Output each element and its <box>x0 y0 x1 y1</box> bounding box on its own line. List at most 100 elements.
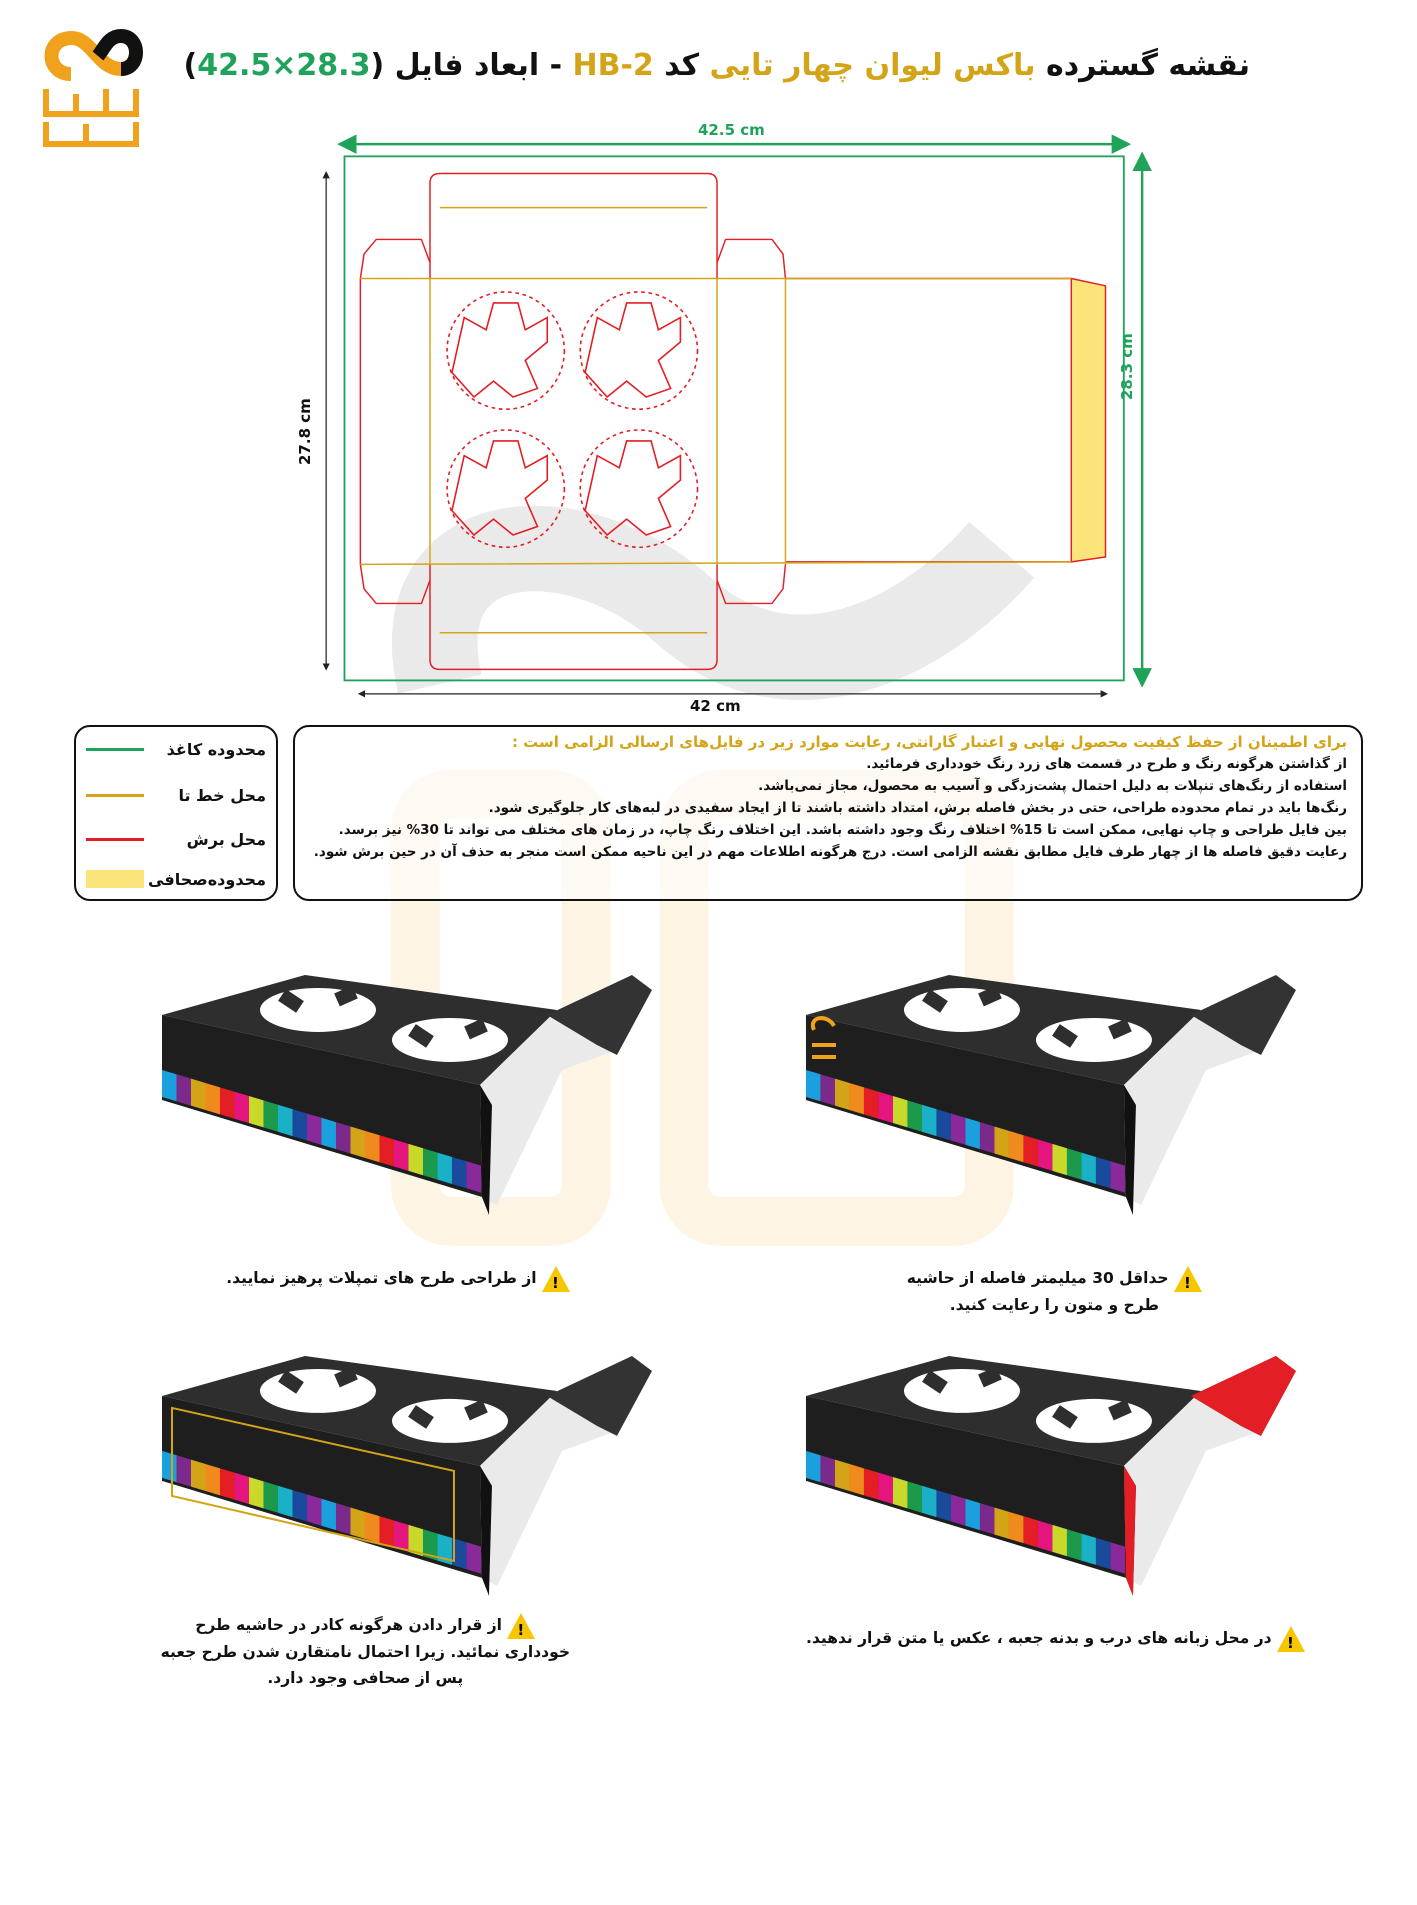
caption-line: حداقل 30 میلیمتر فاصله از حاشیه <box>906 1269 1169 1287</box>
rainbow-stripe <box>379 1135 394 1167</box>
rainbow-stripe <box>1110 1161 1125 1193</box>
rainbow-stripe <box>1095 1156 1111 1189</box>
rainbow-stripe <box>219 1468 235 1500</box>
rainbow-stripe <box>408 1143 423 1176</box>
rainbow-stripe <box>979 1122 995 1154</box>
paper-boundary <box>343 155 1125 682</box>
legend-binding: محدوده‌صحافی <box>86 867 266 891</box>
box-height-label: 27.8 cm <box>296 398 314 465</box>
rainbow-stripe <box>878 1091 893 1124</box>
rainbow-stripe <box>350 1507 365 1539</box>
rainbow-stripe <box>277 1485 293 1518</box>
warning-caption-2: ! حداقل 30 میلیمتر فاصله از حاشیه طرح و … <box>907 1265 1202 1318</box>
legend-label: محل برش <box>186 829 266 849</box>
rainbow-stripe <box>834 1459 850 1491</box>
info-line: رعایت دقیق فاصله ها از چهار طرف فایل مطا… <box>313 844 1347 860</box>
rainbow-stripe <box>234 1472 249 1505</box>
rainbow-stripe <box>1023 1135 1038 1167</box>
rainbow-stripe <box>205 1083 220 1115</box>
title-product: باکس لیوان چهار تایی <box>709 48 1036 83</box>
frame-outline <box>170 1406 455 1563</box>
rainbow-stripe <box>849 1083 864 1115</box>
rainbow-stripe <box>892 1096 908 1128</box>
rainbow-stripe <box>965 1498 980 1531</box>
paper-width-label: 42.5 cm <box>698 121 765 139</box>
rainbow-stripe <box>161 1450 177 1483</box>
legend-swatch <box>86 793 144 797</box>
rainbow-stripe <box>364 1130 380 1163</box>
rainbow-stripe <box>936 1109 951 1141</box>
rainbow-stripe <box>306 1113 322 1145</box>
legend-swatch <box>86 747 144 751</box>
rainbow-stripe <box>408 1524 423 1557</box>
logo <box>36 24 152 154</box>
rainbow-stripe <box>176 1074 191 1106</box>
legend-swatch <box>86 870 144 888</box>
box-illustration-plain <box>162 975 652 1215</box>
title-text: نقشه گسترده <box>1045 48 1250 83</box>
rainbow-stripe <box>892 1477 908 1509</box>
rainbow-stripe <box>1110 1542 1125 1574</box>
info-line: از گذاشتن هرگونه رنگ و طرح در قسمت های ز… <box>866 756 1347 772</box>
rainbow-stripe <box>451 1156 467 1189</box>
rainbow-stripe <box>306 1494 322 1526</box>
paper-height-label: 28.3 cm <box>1118 333 1136 400</box>
title-paren: ) <box>183 48 198 83</box>
rainbow-stripe <box>907 1100 922 1132</box>
rainbow-stripe <box>161 1069 177 1102</box>
rainbow-stripe <box>321 1498 336 1531</box>
title-dims-label: - ابعاد فایل ( <box>370 48 563 83</box>
rainbow-stripe <box>277 1104 293 1137</box>
rainbow-stripe <box>393 1139 409 1171</box>
info-line: رنگ‌ها باید در تمام محدوده طراحی، حتی در… <box>488 800 1347 816</box>
rainbow-stripe <box>263 1481 278 1513</box>
rainbow-stripe <box>1095 1537 1111 1570</box>
legend-label: محل خط تا <box>178 785 266 805</box>
rainbow-stripe <box>263 1100 278 1132</box>
rainbow-stripe <box>1052 1143 1067 1176</box>
rainbow-stripe <box>907 1481 922 1513</box>
rainbow-stripe <box>364 1511 380 1544</box>
caption-line: از طراحی طرح های تمپلات پرهیز نمایید. <box>226 1269 537 1287</box>
rainbow-stripe <box>379 1516 394 1548</box>
rainbow-stripe <box>1066 1148 1082 1180</box>
box-illustration-frame <box>162 1356 652 1596</box>
logo-mark <box>43 28 143 147</box>
rainbow-stripe <box>965 1117 980 1150</box>
caption-line: در محل زبانه های درب و بدنه جعبه ، عکس ی… <box>806 1629 1272 1647</box>
rainbow-stripe <box>466 1161 481 1193</box>
box-width-label: 42 cm <box>690 697 741 715</box>
rainbow-stripe <box>994 1126 1009 1158</box>
box-illustration-logo <box>806 975 1296 1215</box>
rainbow-stripe <box>248 1096 264 1128</box>
rainbow-stripe <box>1052 1524 1067 1557</box>
rainbow-stripe <box>805 1450 821 1483</box>
info-line: بین فایل طراحی و چاپ نهایی، ممکن است تا … <box>338 822 1347 838</box>
rainbow-stripe <box>350 1126 365 1158</box>
rainbow-stripe <box>863 1468 879 1500</box>
dieline <box>322 134 1152 698</box>
warning-caption-1: ! از طراحی طرح های تمپلات پرهیز نمایید. <box>226 1265 570 1292</box>
binding-area <box>1070 277 1107 563</box>
warning-caption-4: ! در محل زبانه های درب و بدنه جعبه ، عکس… <box>806 1625 1305 1652</box>
rainbow-stripe <box>820 1074 835 1106</box>
legend-label: محدوده‌صحافی <box>148 869 266 889</box>
rainbow-stripe <box>994 1507 1009 1539</box>
caption-line: خودداری نمائید. زیرا احتمال نامتقارن شدن… <box>160 1642 570 1661</box>
title-code-label: کد <box>664 48 700 83</box>
info-heading: برای اطمینان از حفظ کیفیت محصول نهایی و … <box>511 733 1347 751</box>
legend: محدوده کاغذ محل خط تا محل برش محدوده‌صحا… <box>74 725 278 901</box>
box-illustration-red <box>806 1356 1296 1596</box>
rainbow-stripe <box>979 1503 995 1535</box>
legend-cut: محل برش <box>86 827 266 851</box>
rainbow-stripe <box>234 1091 249 1124</box>
legend-swatch <box>86 837 144 841</box>
legend-label: محدوده کاغذ <box>166 739 266 759</box>
rainbow-stripe <box>335 1122 351 1154</box>
rainbow-stripe <box>393 1520 409 1552</box>
caption-line: پس از صحافی وجود دارد. <box>267 1668 464 1687</box>
rainbow-stripe <box>849 1463 864 1496</box>
rainbow-stripe <box>190 1459 206 1491</box>
